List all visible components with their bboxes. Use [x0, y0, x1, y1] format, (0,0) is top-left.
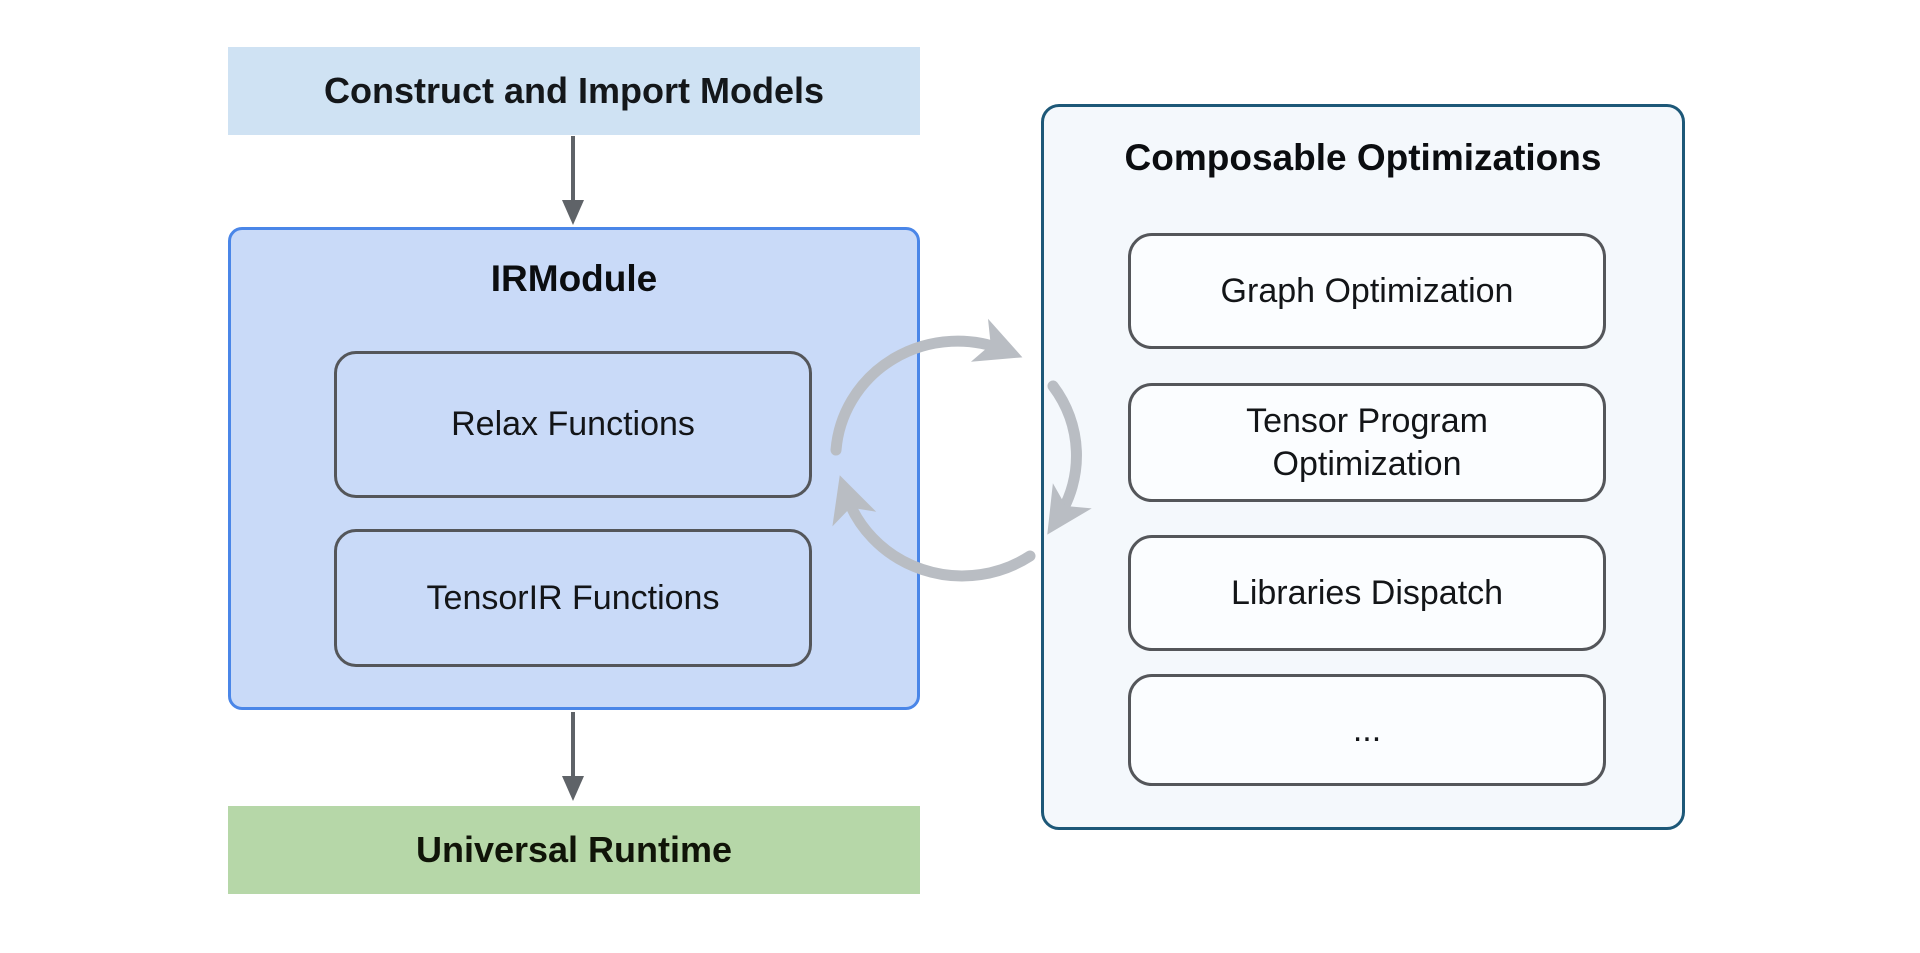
irmodule-panel: IRModule Relax Functions TensorIR Functi… — [228, 227, 920, 710]
tensor-program-optimization-label: Tensor Program Optimization — [1246, 402, 1488, 483]
universal-runtime-label: Universal Runtime — [415, 829, 733, 870]
construct-import-models-box: Construct and Import Models — [228, 47, 920, 135]
tensorir-functions-label: TensorIR Functions — [426, 578, 720, 617]
graph-optimization-label: Graph Optimization — [1220, 271, 1514, 310]
construct-import-models-label: Construct and Import Models — [323, 70, 824, 111]
arrow-irmodule-to-runtime — [562, 712, 584, 801]
composable-optimizations-panel: Composable Optimizations Graph Optimizat… — [1041, 104, 1685, 830]
irmodule-title: IRModule — [490, 258, 658, 299]
more-optimizations-box: ... — [1128, 674, 1606, 786]
more-optimizations-label: ... — [1352, 710, 1382, 749]
universal-runtime-box: Universal Runtime — [228, 806, 920, 894]
tensorir-functions-box: TensorIR Functions — [334, 529, 812, 667]
libraries-dispatch-box: Libraries Dispatch — [1128, 535, 1606, 651]
relax-functions-box: Relax Functions — [334, 351, 812, 498]
graph-optimization-box: Graph Optimization — [1128, 233, 1606, 349]
relax-functions-label: Relax Functions — [451, 405, 695, 443]
libraries-dispatch-label: Libraries Dispatch — [1230, 573, 1504, 612]
tensor-program-optimization-box: Tensor Program Optimization — [1128, 383, 1606, 502]
composable-optimizations-title: Composable Optimizations — [1124, 137, 1602, 178]
arrow-construct-to-irmodule — [562, 136, 584, 225]
